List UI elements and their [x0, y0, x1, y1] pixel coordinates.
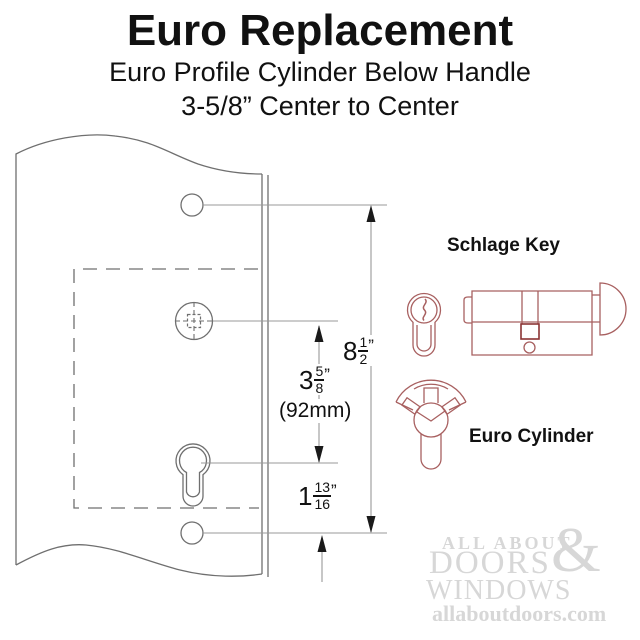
dimension-denominator: 16 — [314, 495, 331, 512]
dimension-numerator: 1 — [358, 334, 369, 352]
page-title: Euro Replacement — [126, 6, 514, 55]
watermark-line3: WINDOWS — [426, 575, 572, 606]
inch-mark: ” — [368, 336, 374, 355]
dimension-whole: 1 — [298, 480, 313, 511]
dimension-denominator: 8 — [315, 379, 324, 396]
dimension-numerator: 5 — [314, 363, 325, 381]
dimension-numerator: 13 — [313, 479, 332, 497]
top-screw-hole — [180, 193, 204, 217]
faceplate-outline — [15, 134, 269, 577]
dimension-lines — [318, 210, 372, 582]
bottom-screw-hole — [180, 521, 204, 545]
cylinder-side-drawing — [463, 282, 627, 356]
watermark-url: allaboutdoors.com — [432, 601, 607, 626]
euro-cylinder-label: Euro Cylinder — [469, 426, 594, 447]
dashed-handle-outline — [73, 268, 259, 509]
schlage-cylinder-face-drawing — [406, 292, 442, 357]
schlage-key-label: Schlage Key — [447, 235, 560, 256]
watermark-line2: DOORS — [429, 545, 551, 581]
dimension-whole: 3 — [299, 364, 314, 395]
watermark-ampersand: & — [551, 514, 601, 585]
dimension-denominator: 2 — [359, 350, 368, 367]
euro-cylinder-profile-drawing — [395, 379, 467, 470]
dimension-whole: 8 — [343, 335, 358, 366]
extension-lines — [201, 204, 387, 534]
watermark-line1: ALL ABOUT — [442, 533, 573, 553]
dimension-metric: (92mm) — [277, 399, 354, 423]
dimension-arrows — [314, 205, 376, 552]
inch-mark: ” — [324, 365, 330, 384]
subtitle-line1: Euro Profile Cylinder Below Handle — [109, 57, 531, 87]
euro-keyhole — [175, 443, 211, 507]
handle-spindle-hole — [174, 301, 214, 341]
inch-mark: ” — [331, 481, 337, 500]
subtitle-line2: 3-5/8” Center to Center — [181, 91, 459, 121]
